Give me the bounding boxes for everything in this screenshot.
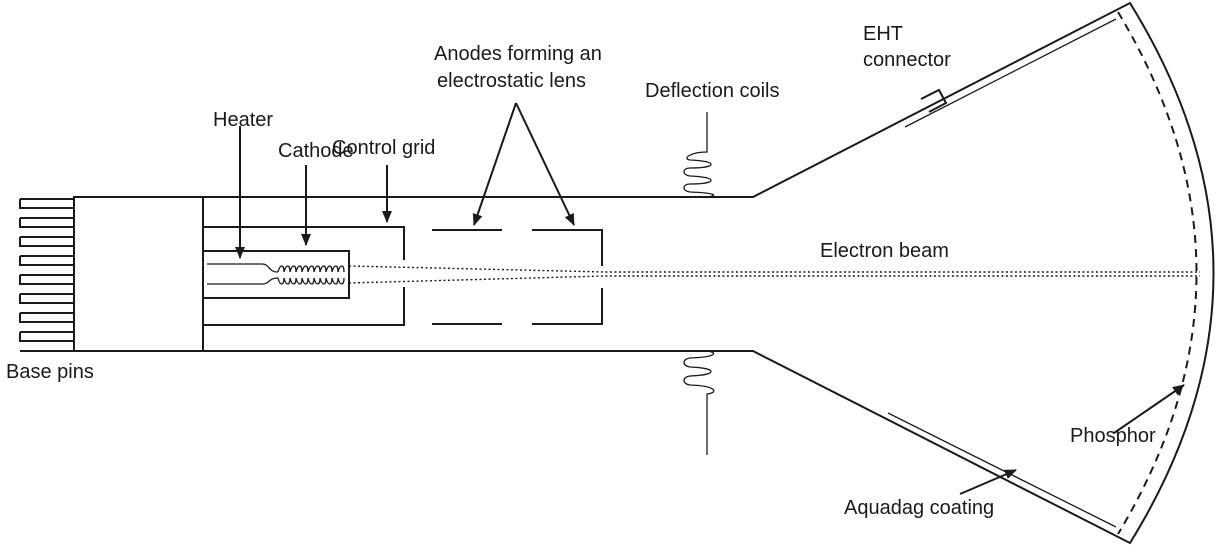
label-eht-line1: EHT	[863, 23, 903, 45]
anodes-arrow-2	[515, 102, 575, 226]
label-deflection-coils: Deflection coils	[645, 80, 780, 102]
phosphor-layer	[1117, 11, 1198, 535]
tube-envelope	[203, 1, 1215, 545]
heater-element	[207, 263, 279, 285]
label-electron-beam: Electron beam	[820, 240, 949, 262]
tube-base	[73, 196, 204, 352]
aquadag-coating-bottom	[887, 412, 1117, 528]
eht-connector	[920, 88, 948, 113]
electron-beam	[348, 265, 1200, 273]
label-heater: Heater	[213, 109, 273, 131]
deflection-coil-top	[683, 112, 715, 198]
label-eht-line2: connector	[863, 49, 951, 71]
label-control-grid: Control grid	[332, 137, 435, 159]
cathode-housing	[202, 250, 350, 299]
aquadag-arrow	[959, 469, 1017, 495]
phosphor-arrow	[1113, 384, 1185, 434]
label-base-pins: Base pins	[6, 361, 94, 383]
label-anodes-line1: Anodes forming an	[434, 43, 602, 65]
heater-coil	[277, 265, 345, 285]
label-cathode: Cathode	[278, 140, 354, 162]
label-phosphor: Phosphor	[1070, 425, 1156, 447]
label-aquadag: Aquadag coating	[844, 497, 994, 519]
anodes-arrow-1	[472, 102, 517, 226]
deflection-coil-bottom	[683, 350, 715, 455]
control-grid	[203, 226, 405, 326]
aquadag-coating-top	[904, 18, 1117, 128]
base-pins	[19, 198, 74, 352]
label-anodes-line2: electrostatic lens	[437, 70, 586, 92]
electron-beam-lower	[348, 275, 1200, 284]
anode-1	[432, 229, 502, 325]
anode-2	[532, 229, 603, 325]
